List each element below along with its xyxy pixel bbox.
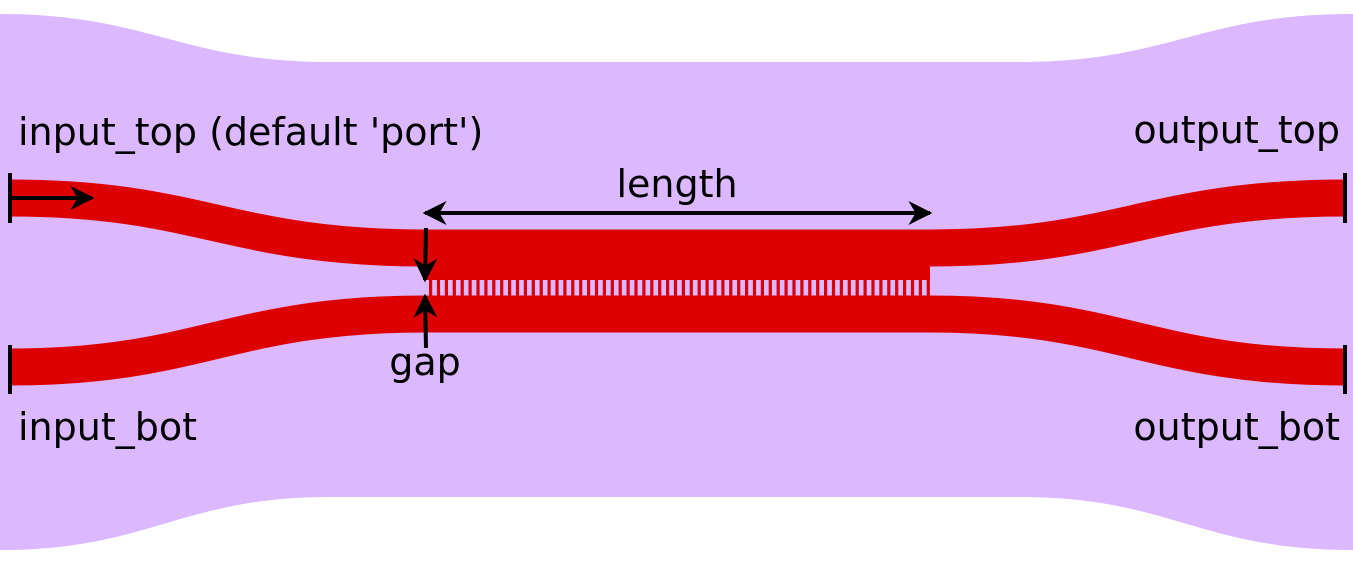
- gap-tooth: [800, 280, 804, 296]
- bottom-waveguide: [9, 295, 1346, 386]
- gap-tooth: [508, 280, 512, 296]
- gap-tooth: [792, 280, 796, 296]
- coupling-gap-teeth: [429, 280, 930, 296]
- gap-tooth: [539, 280, 543, 296]
- input-top-label: input_top (default 'port'): [18, 110, 483, 154]
- gap-tooth: [650, 280, 654, 296]
- gap-label: gap: [389, 340, 461, 384]
- gap-tooth: [713, 280, 717, 296]
- gap-tooth: [468, 280, 472, 296]
- gap-tooth: [824, 280, 828, 296]
- gap-tooth: [436, 280, 441, 296]
- gap-tooth: [760, 280, 764, 296]
- gap-tooth: [666, 280, 670, 296]
- gap-tooth: [697, 280, 701, 296]
- gap-tooth: [626, 280, 630, 296]
- gap-arrow-bottom: [413, 293, 438, 349]
- gap-tooth: [689, 280, 693, 296]
- gap-tooth: [642, 280, 646, 296]
- input-bot-label: input_bot: [18, 405, 197, 449]
- gap-tooth: [879, 280, 883, 296]
- gap-tooth: [729, 280, 733, 296]
- gap-tooth: [903, 280, 907, 296]
- gap-tooth: [602, 280, 606, 296]
- gap-tooth: [847, 280, 851, 296]
- gap-tooth: [452, 280, 456, 296]
- gap-tooth: [673, 280, 678, 296]
- length-label: length: [616, 162, 737, 206]
- gap-tooth: [460, 280, 464, 296]
- gap-tooth: [547, 280, 551, 296]
- gap-tooth: [887, 280, 891, 296]
- gap-tooth: [555, 280, 559, 296]
- gap-tooth: [816, 280, 820, 296]
- gap-tooth: [705, 280, 709, 296]
- gap-tooth: [658, 280, 662, 296]
- gap-tooth: [476, 280, 480, 296]
- gap-tooth: [681, 280, 685, 296]
- gap-tooth: [587, 280, 591, 296]
- gap-tooth: [895, 280, 899, 296]
- gap-tooth: [926, 280, 930, 296]
- gap-tooth: [634, 280, 638, 296]
- gap-tooth: [563, 280, 567, 296]
- top-waveguide: [9, 179, 1346, 267]
- gap-tooth: [523, 280, 527, 296]
- gap-arrow-top: [413, 227, 438, 283]
- gap-tooth: [618, 280, 622, 296]
- gap-tooth: [484, 280, 488, 296]
- gap-tooth: [839, 280, 843, 296]
- gap-tooth: [721, 280, 725, 296]
- gap-tooth: [855, 280, 859, 296]
- gap-tooth: [737, 280, 741, 296]
- gap-tooth: [745, 280, 749, 296]
- top-coupling-extension: [425, 266, 930, 280]
- gap-tooth: [768, 280, 772, 296]
- gap-tooth: [492, 280, 496, 296]
- gap-tooth: [871, 280, 875, 296]
- gap-tooth: [808, 280, 812, 296]
- output-top-label: output_top: [1133, 108, 1340, 152]
- gap-tooth: [579, 280, 583, 296]
- gap-tooth: [752, 280, 757, 296]
- gap-tooth: [429, 280, 433, 296]
- gap-tooth: [444, 280, 448, 296]
- output-bot-label: output_bot: [1133, 405, 1340, 449]
- gap-tooth: [515, 280, 520, 296]
- gap-tooth: [776, 280, 780, 296]
- gap-tooth: [531, 280, 535, 296]
- gap-tooth: [831, 280, 836, 296]
- gap-tooth: [594, 280, 599, 296]
- gap-tooth: [610, 280, 614, 296]
- gap-tooth: [571, 280, 575, 296]
- gap-tooth: [910, 280, 915, 296]
- gap-tooth: [918, 280, 922, 296]
- gap-tooth: [863, 280, 867, 296]
- gap-tooth: [500, 280, 504, 296]
- gap-tooth: [784, 280, 788, 296]
